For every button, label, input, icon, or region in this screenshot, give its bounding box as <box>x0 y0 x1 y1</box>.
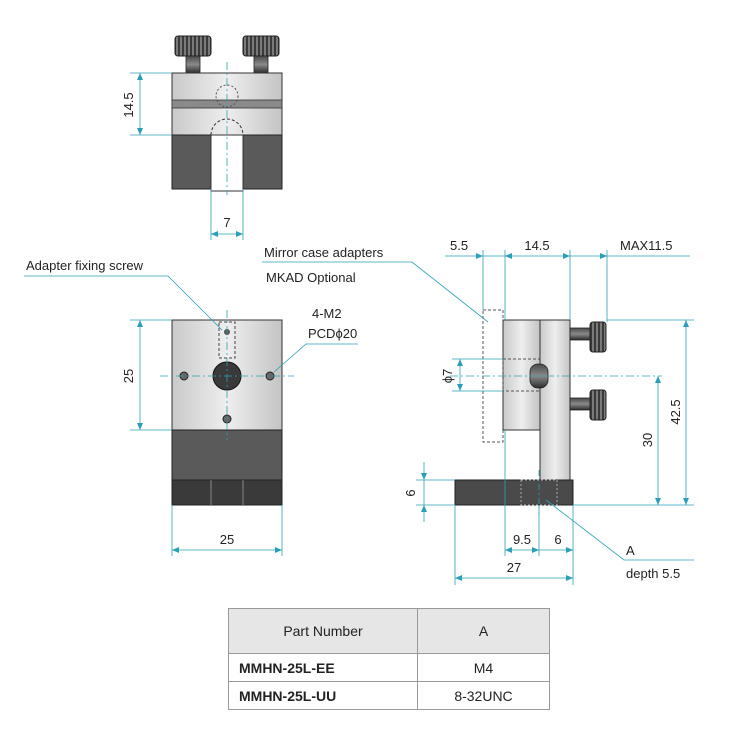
dim-30-arrow-bottom <box>655 498 661 505</box>
dim-25h-arrow-right <box>275 547 282 553</box>
callout-a-depth-label: depth 5.5 <box>626 566 680 581</box>
side-screw-top-stem <box>569 327 591 341</box>
knob-right <box>242 35 280 57</box>
dim-25v-arrow-bottom <box>137 423 143 430</box>
callout-holes-label-1: 4-M2 <box>312 306 342 321</box>
callout-screw-label: Adapter fixing screw <box>26 258 144 273</box>
table-row: MMHN-25L-UU 8-32UNC <box>228 681 550 710</box>
top-slot-arc <box>210 118 244 136</box>
dim-top-max-label: MAX11.5 <box>620 238 673 253</box>
cell-a: M4 <box>417 653 550 682</box>
dim-top-5-5-label: 5.5 <box>450 238 468 253</box>
dim-6v-label: 6 <box>403 489 418 496</box>
dim-27-arrow-left <box>455 575 462 581</box>
screw-stem-right <box>253 55 269 74</box>
callout-holes-leader <box>273 343 358 373</box>
dim-bottom-arrow-2 <box>532 547 539 553</box>
dim-6h-label: 6 <box>554 532 561 547</box>
dim-top-arrow-2 <box>505 253 512 259</box>
cell-part: MMHN-25L-EE <box>228 653 418 682</box>
table-header-row: Part Number A <box>228 608 550 654</box>
dim-7-arrow-left <box>211 231 218 237</box>
dim-30-arrow-top <box>655 376 661 383</box>
table-row: MMHN-25L-EE M4 <box>228 653 550 682</box>
dim-top-arrow-4 <box>600 253 607 259</box>
callout-adapter-leader <box>262 261 489 323</box>
dim-7-arrow-right <box>236 231 243 237</box>
dim-bottom-arrow-1 <box>505 547 512 553</box>
dim-25v-arrow-top <box>137 320 143 327</box>
dim-9-5-label: 9.5 <box>513 532 531 547</box>
dim-14-5-label: 14.5 <box>121 92 136 117</box>
dim-42-5-arrow-bottom <box>683 498 689 505</box>
dim-25v-label: 25 <box>121 369 136 383</box>
technical-drawing: 14.5 7 <box>24 35 694 585</box>
header-part-number: Part Number <box>228 608 418 654</box>
dim-27-label: 27 <box>507 560 521 575</box>
dim-30-label: 30 <box>640 433 655 447</box>
front-body-base <box>171 479 283 506</box>
spec-table: Part Number A MMHN-25L-EE M4 MMHN-25L-UU… <box>228 608 550 710</box>
dim-42-5-label: 42.5 <box>668 399 683 424</box>
dim-phi-arrow-bottom <box>457 384 463 391</box>
side-screw-bottom-knob <box>589 389 607 421</box>
side-base <box>454 479 574 506</box>
top-view: 14.5 7 <box>121 35 283 240</box>
dim-42-5-arrow-top <box>683 320 689 327</box>
screw-stem-left <box>185 55 201 74</box>
knob-left <box>174 35 212 57</box>
cell-part: MMHN-25L-UU <box>228 681 418 710</box>
front-body-mid <box>171 429 283 481</box>
dim-25h-label: 25 <box>220 532 234 547</box>
callout-adapter-label-1: Mirror case adapters <box>264 245 384 260</box>
side-screw-top-knob <box>589 321 607 353</box>
callout-adapter-label-2: MKAD Optional <box>266 270 356 285</box>
dim-14-5-arrow-top <box>137 73 143 80</box>
callout-screw-leader <box>24 275 223 331</box>
dim-25h-arrow-left <box>172 547 179 553</box>
front-view: Adapter fixing screw 4-M2 PCDϕ20 25 25 <box>24 258 358 556</box>
callout-a-leader <box>545 499 694 561</box>
dim-6v-arrow-top <box>421 473 427 480</box>
dim-top-arrow-3 <box>563 253 570 259</box>
dim-bottom-arrow-3 <box>566 547 573 553</box>
dim-27-arrow-right <box>566 575 573 581</box>
header-a: A <box>417 608 550 654</box>
side-view: 5.5 14.5 MAX11.5 Mirror case adapters MK… <box>262 238 694 585</box>
dim-7-label: 7 <box>223 215 230 230</box>
dim-top-arrow-1 <box>476 253 483 259</box>
callout-holes-label-2: PCDϕ20 <box>308 326 357 341</box>
dim-6v-arrow-bottom <box>421 505 427 512</box>
dim-top-14-5-label: 14.5 <box>524 238 549 253</box>
dim-14-5-arrow-bottom <box>137 128 143 135</box>
dim-phi-label: ϕ7 <box>440 369 455 384</box>
dim-phi-arrow-top <box>457 359 463 366</box>
side-post <box>539 319 571 481</box>
cell-a: 8-32UNC <box>417 681 550 710</box>
callout-a-label: A <box>626 543 635 558</box>
side-screw-bottom-stem <box>569 397 591 411</box>
